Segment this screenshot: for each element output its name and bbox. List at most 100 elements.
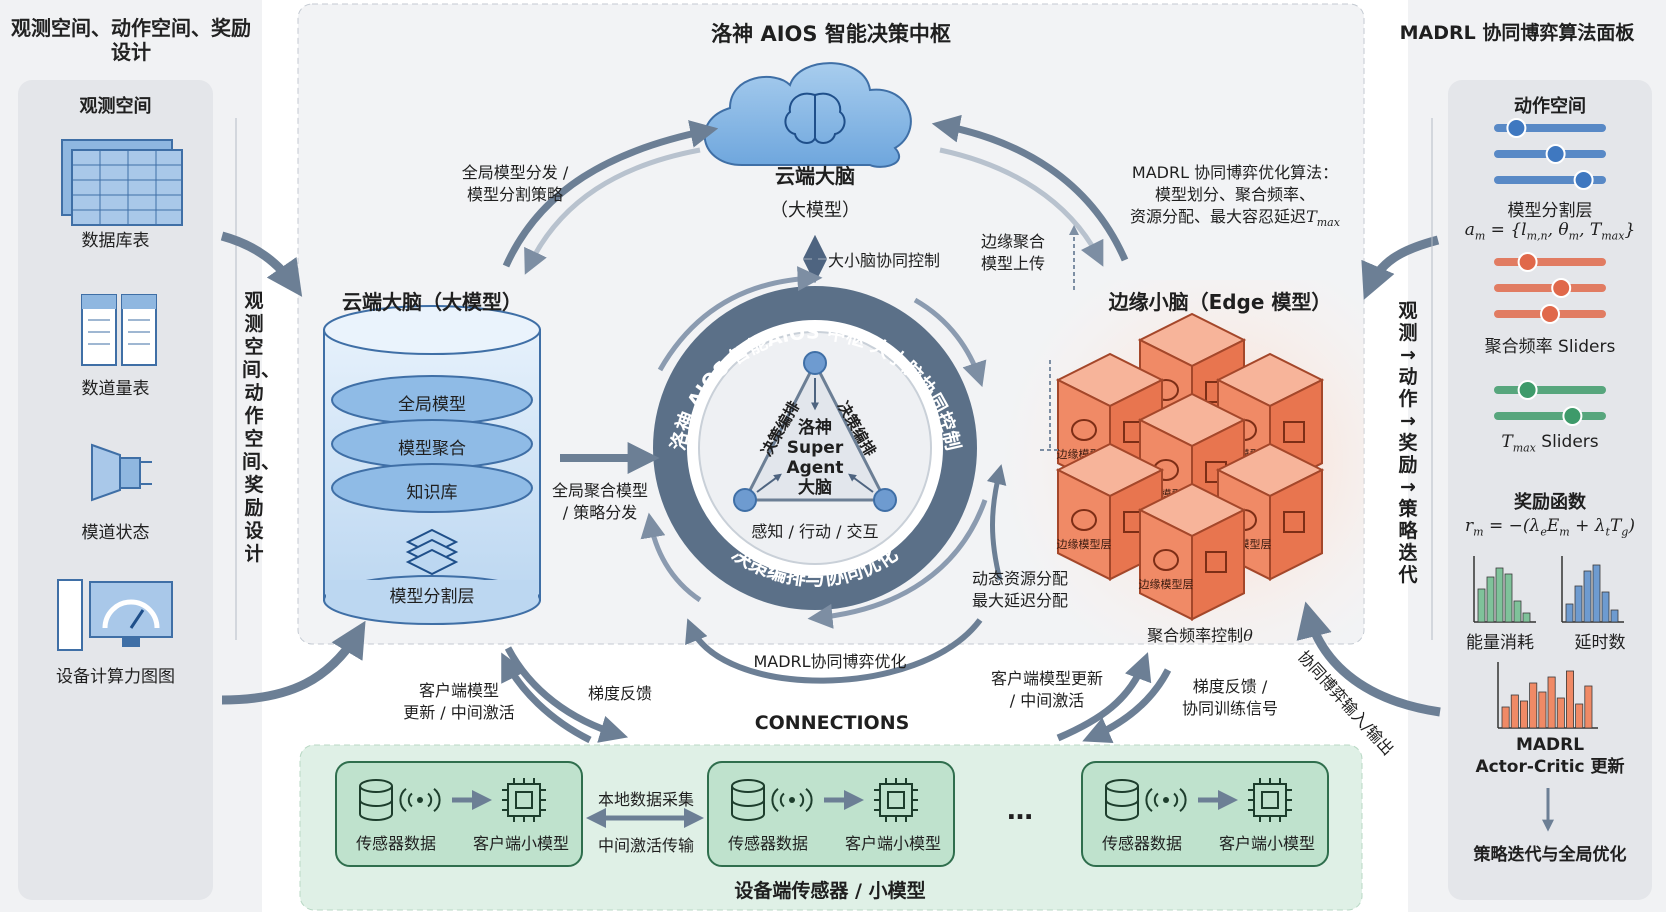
final-label: 策略迭代与全局优化 [1473,845,1627,865]
brain-icon [784,92,846,144]
bar [1584,685,1593,729]
slider-track [1494,412,1606,420]
slider-knob[interactable] [1545,144,1566,164]
bar [1477,588,1486,623]
bar [1510,694,1519,729]
grad-right-arrow [1082,668,1172,744]
cylinder-bottom-label: 模型分割层 [389,587,475,607]
client-update-right-label: 客户端模型更新/ 中间激活 [990,669,1103,710]
local-data-label: 本地数据采集 [597,790,694,809]
slider-knob[interactable] [1562,406,1583,426]
slider-track [1494,386,1606,394]
brain-control-label: 大小脑协同控制 [828,251,941,270]
slider-knob[interactable] [1517,252,1538,272]
ring-arc-bottom-left [640,512,702,603]
cloud-brain-cylinder [323,305,541,625]
bar [1513,600,1522,623]
chip-icon [1283,511,1305,533]
bar [1495,567,1504,623]
sensor-database-icon [359,779,393,821]
slider-knob[interactable] [1540,304,1560,324]
sensor-database-icon [1105,779,1139,821]
bar [1538,691,1547,729]
edge-upload-label: 边缘聚合模型上传 [980,232,1045,273]
right-vertical-label: 观测→动作→奖励→策略迭代 [1398,300,1418,586]
madrl-upload-arrow [931,114,1129,262]
bar [1565,603,1574,623]
dyn-res-label: 动态资源分配最大延迟分配 [971,569,1068,610]
signal-state-icon [91,443,152,502]
left-item-label-2: 数道量表 [81,379,150,399]
left-section-title: 观测空间 [79,96,152,117]
global-agg-label: 全局聚合模型/ 策略分发 [551,481,648,522]
right-panel-title: MADRL 协同博弈算法面板 [1399,22,1635,44]
bar [1566,670,1575,729]
activation-transfer-label: 中间激活传输 [597,836,694,855]
left-item-label-1: 数据库表 [81,231,150,251]
slider-groups [1494,118,1606,426]
device-icons [359,778,546,822]
madrl-opt-arrow [685,618,983,684]
device-group-1 [335,761,583,867]
bar [1547,676,1556,729]
madrl-opt-label: MADRL协同博弈优化 [753,652,907,671]
tmax-slider-label: Tmax Sliders [1501,432,1599,455]
bar [1522,612,1531,623]
left-to-cloud-arrow [220,231,303,297]
chip-icon [874,778,918,822]
actor-critic-bar-chart [1497,662,1598,729]
left-item-label-3: 模道状态 [81,523,150,543]
reward-formula: rm = −(λeEm + λtTg) [1465,516,1635,539]
left-item-label-4: 设备计算力图图 [56,667,175,687]
edge-cube-label: 边缘模型层 [1057,537,1112,551]
cylinder-layer-2: 模型聚合 [398,439,466,459]
client-update-right-arrow [1056,652,1152,742]
energy-bar-chart [1473,556,1536,623]
client-update-left-label: 客户端模型更新 / 中间激活 [403,681,515,722]
model-layer-label: 模型分割层 [1507,201,1593,221]
device-icons [731,778,918,822]
bar [1501,706,1510,729]
brain-icon [1071,509,1097,531]
device-sensor-label-1: 传感器数据 [355,834,436,853]
bar [1575,703,1584,729]
dyn-res-arrow [986,464,1007,581]
grad-right-label: 梯度反馈 /协同训练信号 [1181,677,1278,718]
left-panel-title: 观测空间、动作空间、奖励设计 [11,16,251,64]
ring-arc-top-right [913,297,987,388]
slider-knob[interactable] [1551,278,1572,298]
edge-cube: 边缘模型层 [1137,482,1247,621]
device-icons [1105,778,1292,822]
cloud-title: 云端大脑 [775,164,855,188]
device-model-label-3: 客户端小模型 [1218,834,1315,853]
wireless-icon [771,788,813,812]
global-dist-arrow [502,120,719,268]
slider-knob[interactable] [1506,118,1527,138]
am-formula: am = {lm,n, θm, Tmax} [1464,220,1636,243]
brain-icon [1153,549,1179,571]
device-model-label-1: 客户端小模型 [472,834,569,853]
action-title: 动作空间 [1514,96,1586,117]
connections-label: CONNECTIONS [754,712,910,734]
reward-title: 奖励函数 [1514,492,1586,513]
agent-triangle [733,351,897,512]
bar [1583,570,1592,623]
slider-knob[interactable] [1573,170,1594,190]
client-update-left-arrow [501,652,592,744]
bar [1556,697,1565,729]
slider-knob[interactable] [1517,380,1538,400]
bar [1610,609,1619,623]
right-bottom-arrow [1296,601,1441,717]
cylinder-layer-1: 全局模型 [398,395,466,415]
layers-icon [405,528,459,576]
database-table-icon [61,139,183,226]
device-group-2 [707,761,955,867]
brain-icon [1071,419,1097,441]
device-sensor-label-3: 传感器数据 [1101,834,1182,853]
energy-label: 能量消耗 [1466,633,1534,653]
device-sensor-label-2: 传感器数据 [727,834,808,853]
